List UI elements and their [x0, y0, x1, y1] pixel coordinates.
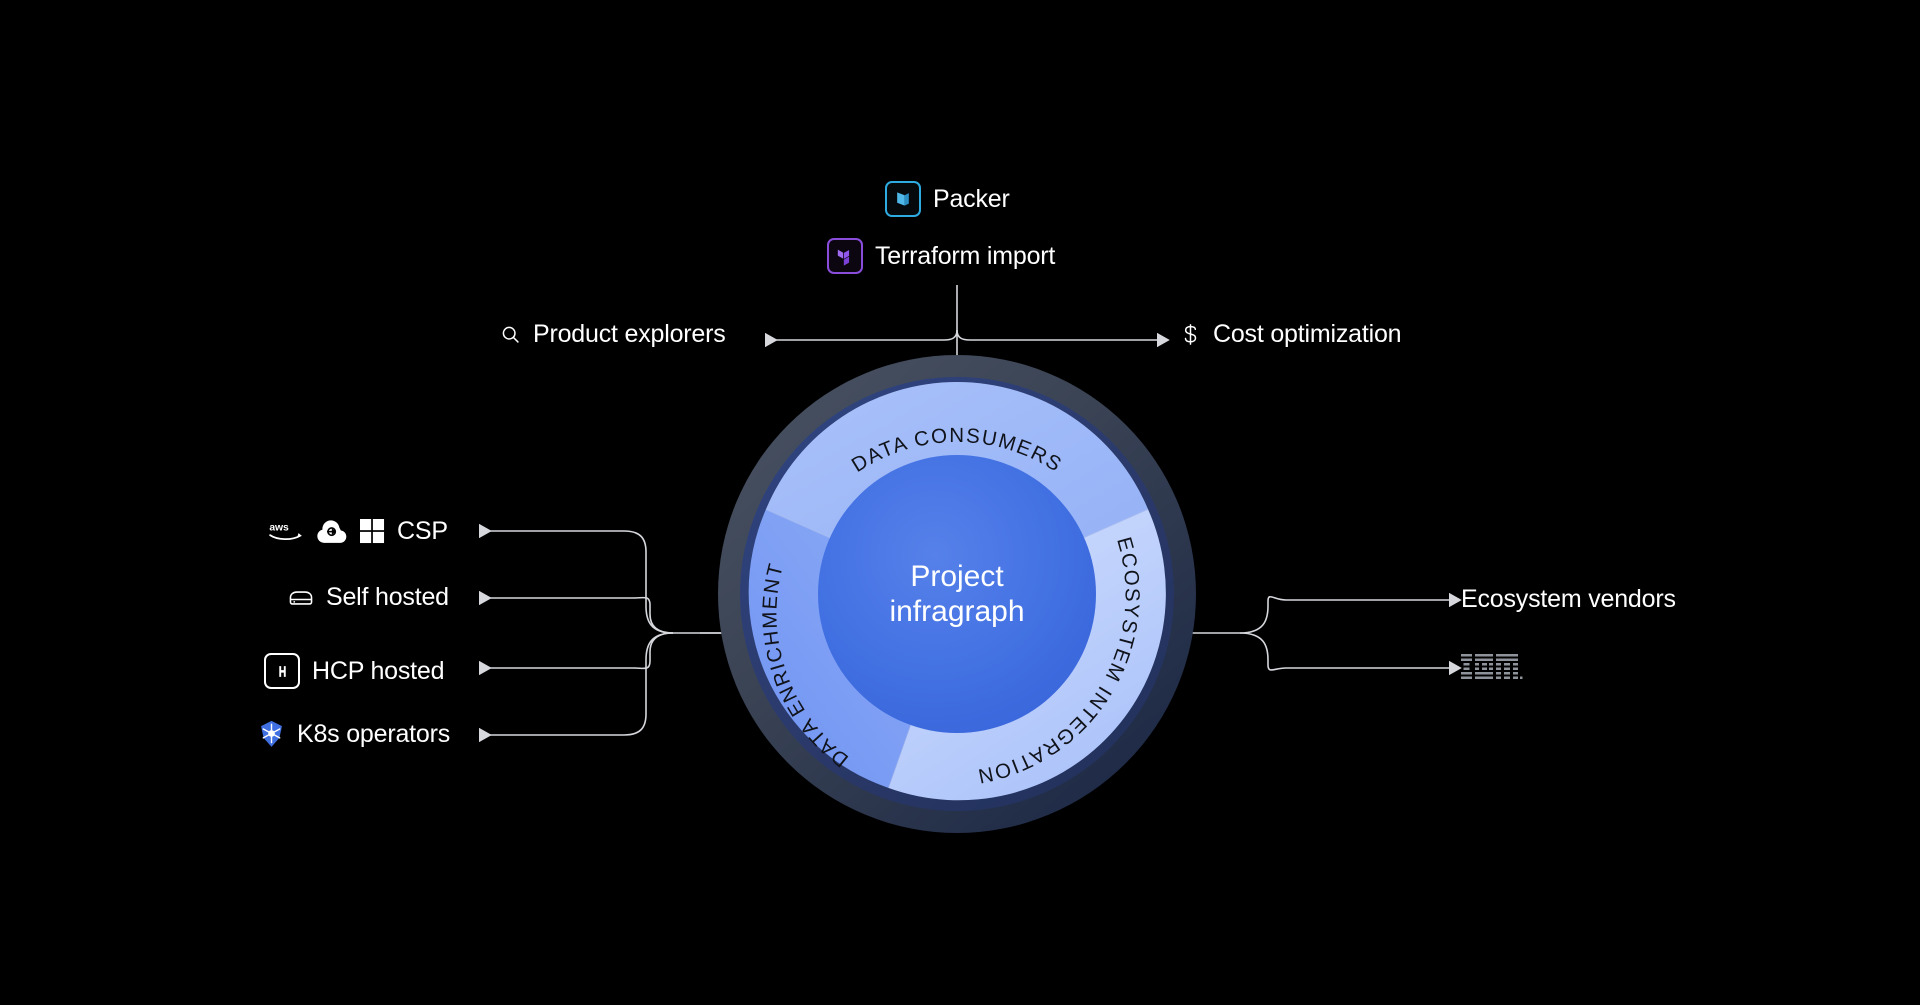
node-hcp-hosted-label: HCP hosted — [312, 656, 445, 685]
dollar-icon — [1180, 323, 1201, 346]
node-k8s-operators-label: K8s operators — [297, 719, 451, 748]
circle-graphic: DATA CONSUMERS ECOSYSTEM INTEGRATION DAT… — [718, 355, 1196, 833]
node-hcp-hosted[interactable]: HCP hosted — [264, 653, 445, 689]
node-ecosystem-vendors-label: Ecosystem vendors — [1461, 585, 1676, 613]
search-icon — [500, 324, 521, 345]
kubernetes-icon — [258, 720, 285, 748]
letterbox-right — [1854, 0, 1920, 1005]
node-cost-optimization-label: Cost optimization — [1213, 320, 1402, 348]
node-ibm[interactable] — [1461, 653, 1523, 684]
node-self-hosted[interactable]: Self hosted — [288, 585, 449, 610]
terraform-icon — [827, 238, 863, 274]
node-cost-optimization[interactable]: Cost optimization — [1180, 320, 1402, 348]
node-product-explorers-label: Product explorers — [533, 320, 726, 348]
svg-text:aws: aws — [269, 522, 289, 533]
letterbox-left — [0, 0, 66, 1005]
infragraph-circle: DATA CONSUMERS ECOSYSTEM INTEGRATION DAT… — [718, 355, 1196, 833]
node-product-explorers[interactable]: Product explorers — [500, 322, 726, 347]
node-packer-label: Packer — [933, 184, 1010, 213]
node-csp[interactable]: aws CSP — [268, 518, 448, 544]
node-self-hosted-label: Self hosted — [326, 583, 449, 611]
node-csp-label: CSP — [397, 516, 448, 545]
node-terraform-import[interactable]: Terraform import — [827, 238, 1055, 274]
server-icon — [288, 587, 314, 609]
google-cloud-icon — [316, 518, 348, 544]
packer-icon — [885, 181, 921, 217]
node-packer[interactable]: Packer — [885, 181, 1010, 217]
aws-icon: aws — [268, 519, 304, 543]
microsoft-azure-icon — [360, 518, 385, 544]
node-terraform-import-label: Terraform import — [875, 241, 1056, 270]
ibm-logo — [1461, 653, 1523, 684]
hashicorp-icon — [264, 653, 300, 689]
node-ecosystem-vendors[interactable]: Ecosystem vendors — [1461, 587, 1676, 612]
node-k8s-operators[interactable]: K8s operators — [258, 720, 450, 748]
